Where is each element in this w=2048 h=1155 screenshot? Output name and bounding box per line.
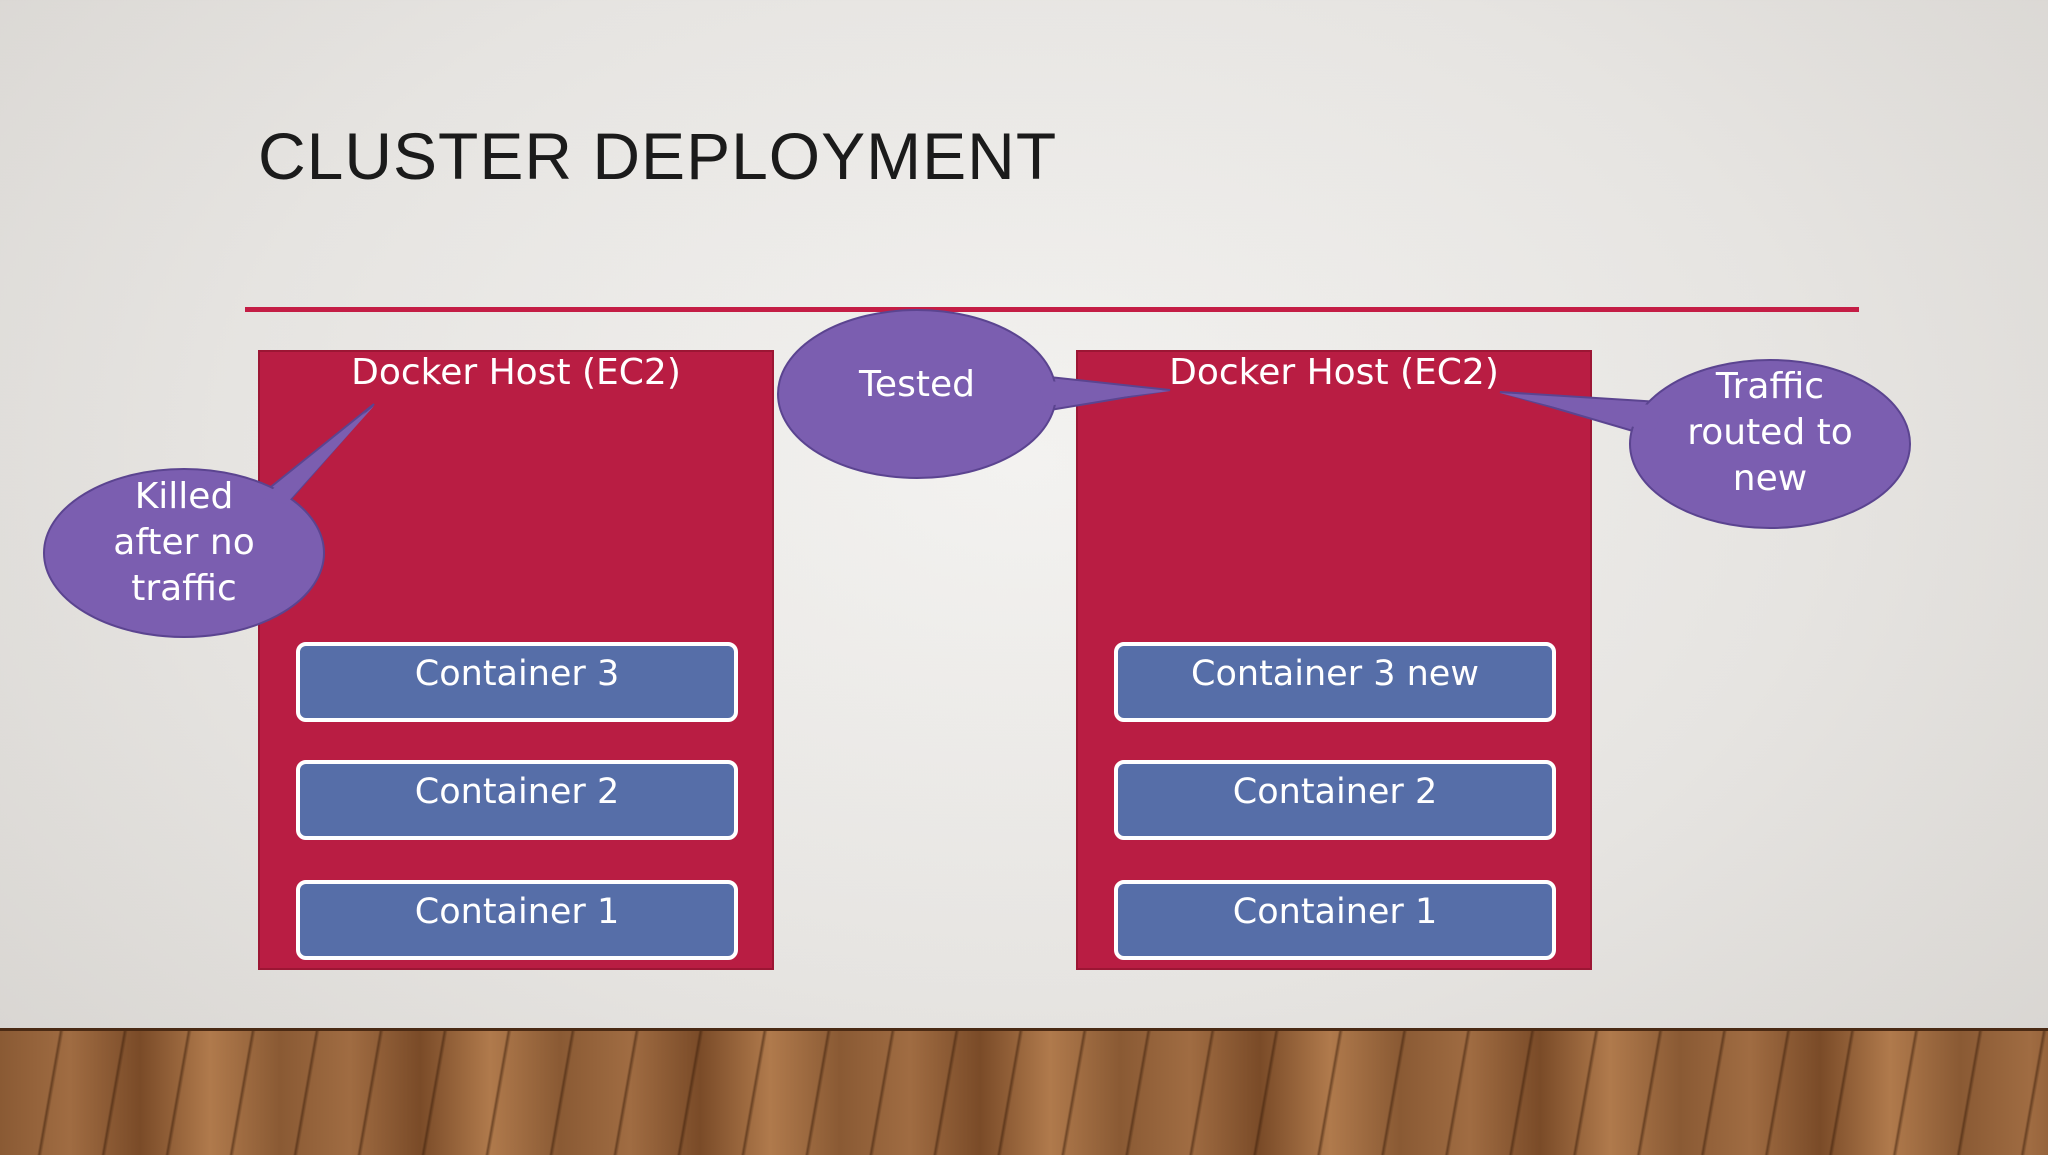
container-box-right-2: Container 2: [1114, 760, 1556, 840]
wood-floor-background: [0, 1028, 2048, 1155]
host-label-right: Docker Host (EC2): [1169, 352, 1499, 393]
callout-killed-text: Killed after no traffic: [113, 476, 255, 609]
title-divider: [245, 307, 1859, 312]
docker-host-left: Docker Host (EC2) Container 3 Container …: [258, 350, 774, 970]
callout-traffic-shape: [1499, 359, 1911, 529]
host-label-left: Docker Host (EC2): [351, 352, 681, 393]
callout-tested-text: Tested: [859, 364, 975, 405]
callout-traffic-text: Traffic routed to new: [1687, 366, 1853, 499]
container-box-left-1: Container 1: [296, 880, 738, 960]
callout-tested-shape: [777, 309, 1171, 479]
container-box-left-2: Container 2: [296, 760, 738, 840]
container-box-right-1: Container 1: [1114, 880, 1556, 960]
slide-title: CLUSTER DEPLOYMENT: [258, 119, 1058, 193]
callout-killed-shape: [43, 403, 375, 638]
container-box-right-3-new: Container 3 new: [1114, 642, 1556, 722]
docker-host-right: Docker Host (EC2) Container 3 new Contai…: [1076, 350, 1592, 970]
container-box-left-3: Container 3: [296, 642, 738, 722]
